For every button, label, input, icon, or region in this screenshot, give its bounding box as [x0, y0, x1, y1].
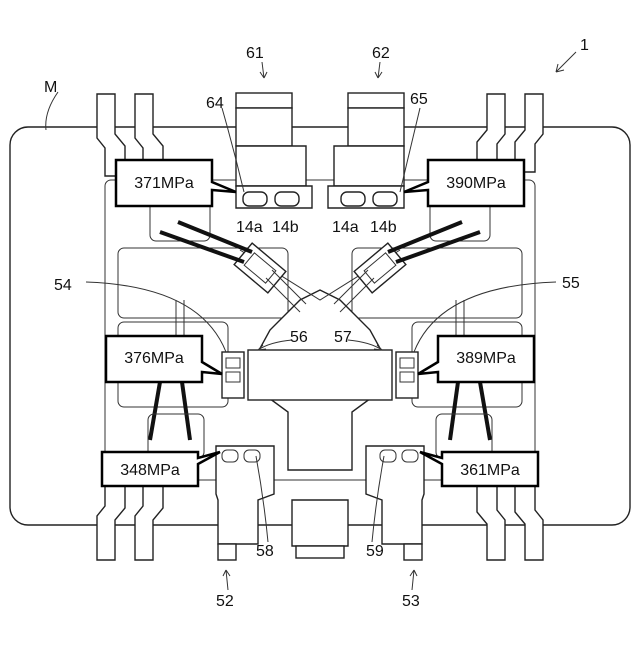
terminal-62 [328, 93, 404, 208]
terminal-61 [236, 93, 312, 208]
chip-right [354, 243, 406, 293]
callout-bottom-right-text: 361MPa [460, 462, 520, 479]
ref-54: 54 [54, 277, 72, 294]
callout-mid-right-text: 389MPa [456, 350, 516, 367]
callout-mid-left-text: 376MPa [124, 350, 184, 367]
callout-bottom-right: 361MPa [420, 452, 538, 486]
ref-61: 61 [246, 45, 264, 62]
ref-14b-right: 14b [370, 219, 397, 236]
ref-mold: M [44, 79, 57, 96]
ref-57: 57 [334, 329, 352, 346]
ref-14a-left: 14a [236, 219, 263, 236]
center-window [248, 350, 392, 400]
callout-bottom-left: 348MPa [102, 452, 220, 486]
callout-top-left: 371MPa [116, 160, 236, 206]
ref-53: 53 [402, 593, 420, 610]
callout-mid-left: 376MPa [106, 336, 222, 382]
ref-55: 55 [562, 275, 580, 292]
ref-58: 58 [256, 543, 274, 560]
connector-55 [396, 352, 418, 398]
ref-64: 64 [206, 95, 224, 112]
ref-59: 59 [366, 543, 384, 560]
ref-14a-right: 14a [332, 219, 359, 236]
callout-bottom-left-text: 348MPa [120, 462, 180, 479]
callout-top-right: 390MPa [404, 160, 524, 206]
ref-56: 56 [290, 329, 308, 346]
ref-62: 62 [372, 45, 390, 62]
chip-left [234, 243, 286, 293]
ref-65: 65 [410, 91, 428, 108]
bottom-center-lead [292, 500, 348, 546]
ref-52: 52 [216, 593, 234, 610]
ref-14b-left: 14b [272, 219, 299, 236]
ref-main: 1 [580, 37, 589, 54]
callout-top-left-text: 371MPa [134, 175, 194, 192]
connector-54 [222, 352, 244, 398]
callout-top-right-text: 390MPa [446, 175, 506, 192]
callout-mid-right: 389MPa [418, 336, 534, 382]
